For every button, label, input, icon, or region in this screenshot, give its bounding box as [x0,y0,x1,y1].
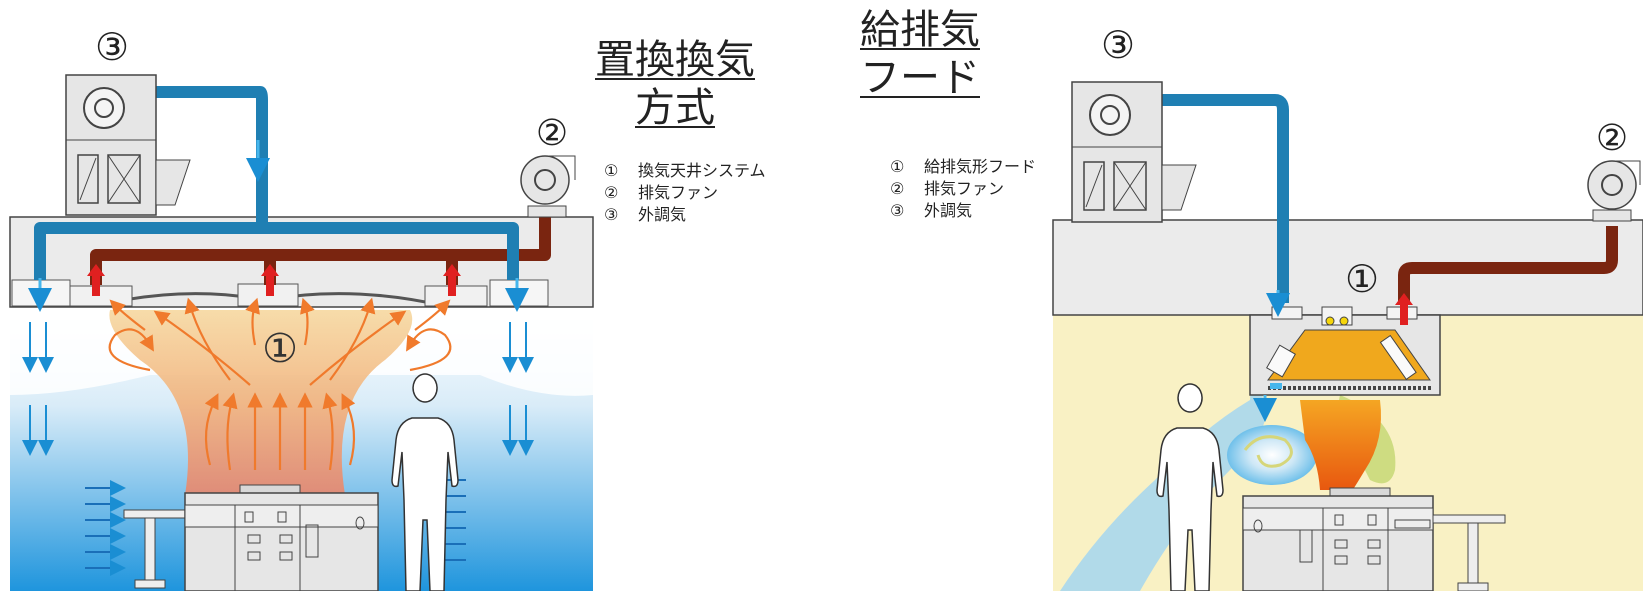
left-title: 置換換気 方式 [575,36,775,132]
right-title: 給排気 フード [845,6,995,102]
left-person-silhouette [391,373,459,592]
legend-text: 排気ファン [924,179,1005,198]
right-person-silhouette [1156,383,1224,592]
right-swirl [1227,425,1317,485]
left-marker-supply-unit: ③ [95,25,129,69]
legend-item: ② 排気ファン [890,178,1036,200]
legend-item: ① 換気天井システム [604,160,766,182]
left-panel: ③ ② ① [9,25,594,592]
legend-text: 排気ファン [638,183,719,202]
legend-num: ③ [604,205,619,224]
right-hood-plume [1300,400,1381,491]
right-supply-unit [1071,81,1197,223]
right-legend: ① 給排気形フード ② 排気ファン ③ 外調気 [890,156,1036,222]
legend-text: 外調気 [924,201,973,220]
right-title-line-2: フード [860,55,980,101]
right-marker-supply-unit: ③ [1101,23,1135,67]
left-legend: ① 換気天井システム ② 排気ファン ③ 外調気 [604,160,766,226]
legend-text: 給排気形フード [924,157,1037,176]
right-supply-duct [1158,94,1289,303]
legend-num: ② [604,183,619,202]
left-title-line-2: 方式 [635,85,715,131]
legend-num: ① [890,157,905,176]
right-marker-hood: ① [1345,257,1379,301]
right-exhaust-duct [1398,226,1618,305]
right-exhaust-fan [1587,160,1641,222]
right-title-line-1: 給排気 [860,7,980,53]
left-marker-exhaust-fan: ② [536,113,568,154]
left-marker-ceiling: ① [262,326,298,372]
left-exhaust-fan [520,155,576,218]
right-supply-air-cloud [1060,320,1265,591]
right-side-table [1432,514,1506,592]
legend-num: ② [890,179,905,198]
right-hood [1249,306,1441,396]
legend-item: ② 排気ファン [604,182,766,204]
legend-num: ① [604,161,619,180]
legend-item: ③ 外調気 [604,204,766,226]
left-supply-arrows [22,322,534,456]
left-cooking-range [184,484,379,592]
left-exhaust-arrows [87,264,461,296]
right-panel: ③ ② ① [1052,23,1643,592]
legend-text: 外調気 [638,205,687,224]
left-airflow-arrows [108,297,452,471]
legend-item: ③ 外調気 [890,200,1036,222]
right-marker-exhaust-fan: ② [1596,118,1628,159]
legend-text: 換気天井システム [638,161,766,180]
legend-num: ③ [890,201,905,220]
right-cooking-range [1242,487,1434,592]
left-supply-duct [34,86,519,280]
legend-item: ① 給排気形フード [890,156,1036,178]
left-title-line-1: 置換換気 [595,37,755,83]
left-supply-unit [65,74,191,216]
